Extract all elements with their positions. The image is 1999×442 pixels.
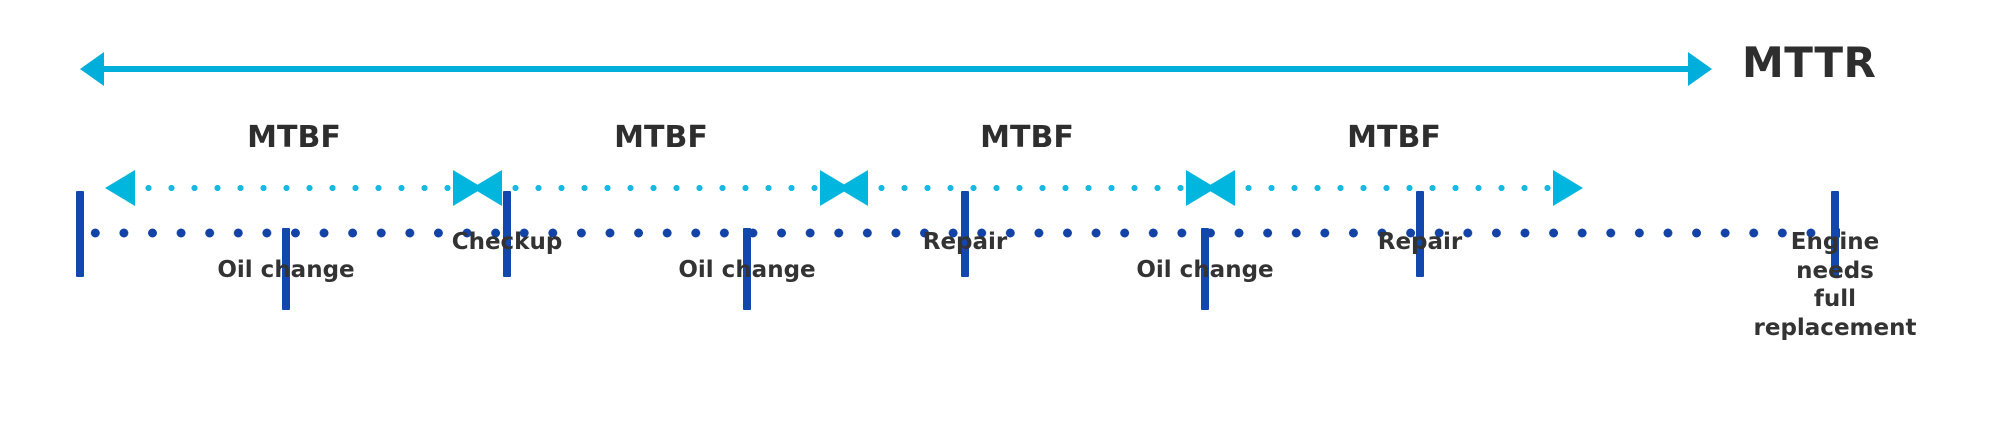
oil-change-tick-1 [282, 228, 290, 310]
mtbf-dotted-line [502, 184, 820, 192]
mtbf-arrow-left-head-icon [472, 170, 502, 206]
event-label-checkup: Checkup [451, 229, 563, 255]
event-label-oil-change-2: Oil change [678, 257, 816, 283]
mtbf-label: MTBF [1347, 120, 1441, 155]
mtbf-dotted-line [135, 184, 453, 192]
mtbf-segment-2: MTBF [472, 120, 850, 206]
mttr-arrow-left-head-icon [80, 52, 104, 86]
mtbf-arrow-left-head-icon [1205, 170, 1235, 206]
mtbf-arrow-left-head-icon [838, 170, 868, 206]
repair-tick-2 [1416, 191, 1424, 277]
mttr-arrow [80, 52, 1712, 86]
mttr-label: MTTR [1742, 38, 1877, 87]
oil-change-tick-2 [743, 228, 751, 310]
mtbf-arrow-right-head-icon [1553, 170, 1583, 206]
timeline-end-tick [1831, 191, 1839, 277]
timeline-start-tick [76, 191, 84, 277]
mtbf-dotted-line [868, 184, 1186, 192]
mttr-arrow-line [102, 66, 1690, 72]
mtbf-dotted-line [1235, 184, 1553, 192]
mtbf-segment-4: MTBF [1205, 120, 1583, 206]
mtbf-label: MTBF [980, 120, 1074, 155]
mtbf-segment-3: MTBF [838, 120, 1216, 206]
oil-change-tick-3 [1201, 228, 1209, 310]
mttr-arrow-right-head-icon [1688, 52, 1712, 86]
repair-tick-1 [961, 191, 969, 277]
event-label-repair-1: Repair [922, 229, 1008, 255]
event-label-repair-2: Repair [1377, 229, 1463, 255]
event-label-oil-change-3: Oil change [1136, 257, 1274, 283]
event-label-oil-change-1: Oil change [217, 257, 355, 283]
checkup-tick [503, 191, 511, 277]
mtbf-label: MTBF [614, 120, 708, 155]
main-timeline [80, 228, 1840, 238]
mtbf-arrow-left-head-icon [105, 170, 135, 206]
mtbf-segment-1: MTBF [105, 120, 483, 206]
mtbf-label: MTBF [247, 120, 341, 155]
event-label-engine-replacement: Engine needs full replacement [1753, 229, 1917, 341]
